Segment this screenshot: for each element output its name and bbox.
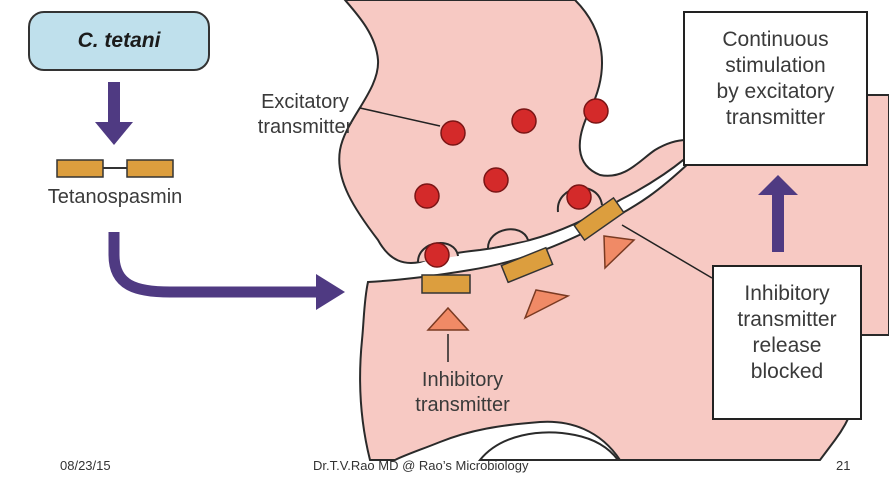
vesicle [415, 184, 439, 208]
footer-credit: Dr.T.V.Rao MD @ Rao’s Microbiology [313, 458, 529, 473]
footer-page: 21 [836, 458, 850, 473]
vesicle [441, 121, 465, 145]
excitatory-label: Excitatory transmitter [240, 90, 370, 140]
toxin-rect [422, 275, 470, 293]
footer-date: 08/23/15 [60, 458, 111, 473]
vesicle [584, 99, 608, 123]
blocked-label: Inhibitory transmitter release blocked [737, 282, 836, 383]
vesicle [512, 109, 536, 133]
result-box: Continuous stimulation by excitatory tra… [683, 11, 868, 166]
organism-box: C. tetani [28, 11, 210, 71]
toxin-label: Tetanospasmin [20, 185, 210, 210]
blocked-box: Inhibitory transmitter release blocked [712, 265, 862, 420]
vesicle [567, 185, 591, 209]
vesicle [425, 243, 449, 267]
vesicle [484, 168, 508, 192]
result-label: Continuous stimulation by excitatory tra… [717, 28, 835, 129]
inhibitory-label: Inhibitory transmitter [395, 368, 530, 418]
organism-label: C. tetani [78, 29, 161, 53]
